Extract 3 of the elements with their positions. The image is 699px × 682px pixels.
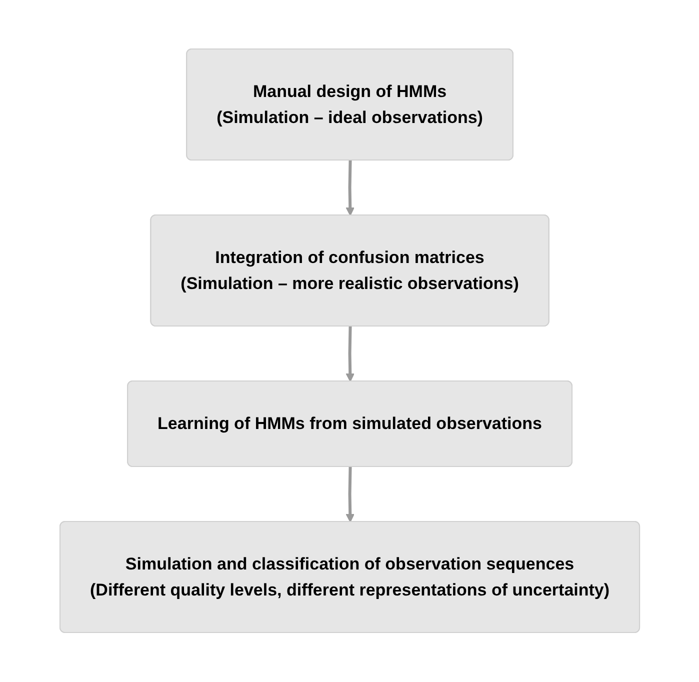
arrow: [345, 326, 354, 382]
arrow: [345, 160, 354, 216]
arrow: [345, 467, 354, 523]
